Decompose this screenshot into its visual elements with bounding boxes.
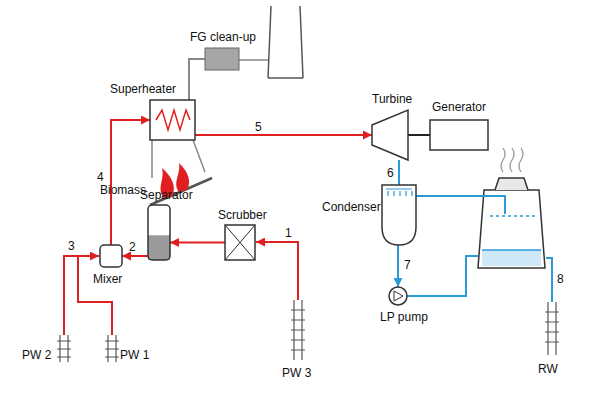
mixer-box: Mixer [100,245,122,267]
superheater-box-outline [150,100,195,140]
mixer-box-part [100,245,122,267]
well-symbol [105,335,119,362]
condenser-vessel-part [386,189,412,196]
separator-vessel-outline [148,205,170,260]
cleanup-box: FG clean-up [205,48,239,70]
fuel-label: Biomass [100,183,146,197]
cleanup-box-part [205,48,239,70]
generator-box-part [430,120,488,150]
turbine-symbol: Turbine [372,110,408,160]
superheater-box-part [150,100,195,140]
stream-number: 8 [557,272,564,286]
superheater-box: Superheater [150,100,195,140]
process-stream [122,255,148,257]
component-label: Scrubber [218,208,267,222]
furnace-wall [152,140,205,178]
stream-number: 5 [255,120,262,134]
pump-symbol-part [389,287,407,305]
cooling-water-pipe [416,196,505,214]
turbine-symbol-part [372,110,408,160]
pump-symbol-part [394,291,403,301]
stream-number: 7 [404,258,411,272]
cooling-water-pipe [407,256,478,296]
stack [268,6,303,78]
component-label: Condenser [322,200,381,214]
well-symbol [291,300,305,360]
process-stream [398,160,400,185]
component-label: Turbine [372,92,412,106]
condenser-vessel: Condenser [382,185,416,245]
tower-basin [482,250,541,266]
component-label: Separator [140,188,193,202]
stream-number: 2 [129,240,136,254]
spray-line [490,215,535,217]
component-label: Generator [432,100,486,114]
scrubber-box-part [225,225,255,260]
generator-box-outline [430,120,488,150]
well-label: PW 3 [282,366,311,380]
well-label: PW 1 [120,348,149,362]
separator-vessel: Separator [148,205,170,260]
component-label: LP pump [380,310,428,324]
turbine-symbol-outline [372,110,408,160]
process-stream [111,120,150,245]
flame [176,163,189,192]
process-stream [397,245,399,287]
separator-vessel-part [148,235,170,260]
brine-pipe [78,256,112,335]
tower-fan [495,178,528,190]
separator-vessel-part [148,205,170,260]
cooling-tower [478,190,545,268]
vapour [501,148,523,172]
stream-number: 3 [68,239,75,253]
mixer-box-outline [100,245,122,267]
cleanup-box-outline [205,48,239,70]
well-symbol [545,302,559,355]
condenser-vessel-part [382,185,416,245]
well-symbol [57,335,71,362]
flue-duct [239,59,268,61]
scrubber-box-part [225,225,255,260]
well-label: PW 2 [22,348,51,362]
brine-pipe [256,242,298,300]
component-label: FG clean-up [190,30,256,44]
superheater-box-part [156,110,190,130]
process-stream [189,59,205,100]
process-stream [408,134,430,136]
component-label: Superheater [110,82,176,96]
generator-box: Generator [430,120,488,150]
scrubber-box: Scrubber [225,225,255,260]
pump-symbol: LP pump [389,287,407,305]
stream-number: 4 [97,170,104,184]
stream-number: 6 [387,166,394,180]
reinjection-pipe [546,258,552,302]
brine-pipe [64,256,99,335]
well-label: RW [538,362,558,376]
pump-symbol-outline [389,287,407,305]
water-level [482,249,541,251]
process-stream [170,242,225,244]
stream-number: 1 [285,226,292,240]
process-stream [195,134,372,136]
scrubber-box-outline [225,225,255,260]
condenser-vessel-outline [382,185,416,245]
component-label: Mixer [93,272,122,286]
